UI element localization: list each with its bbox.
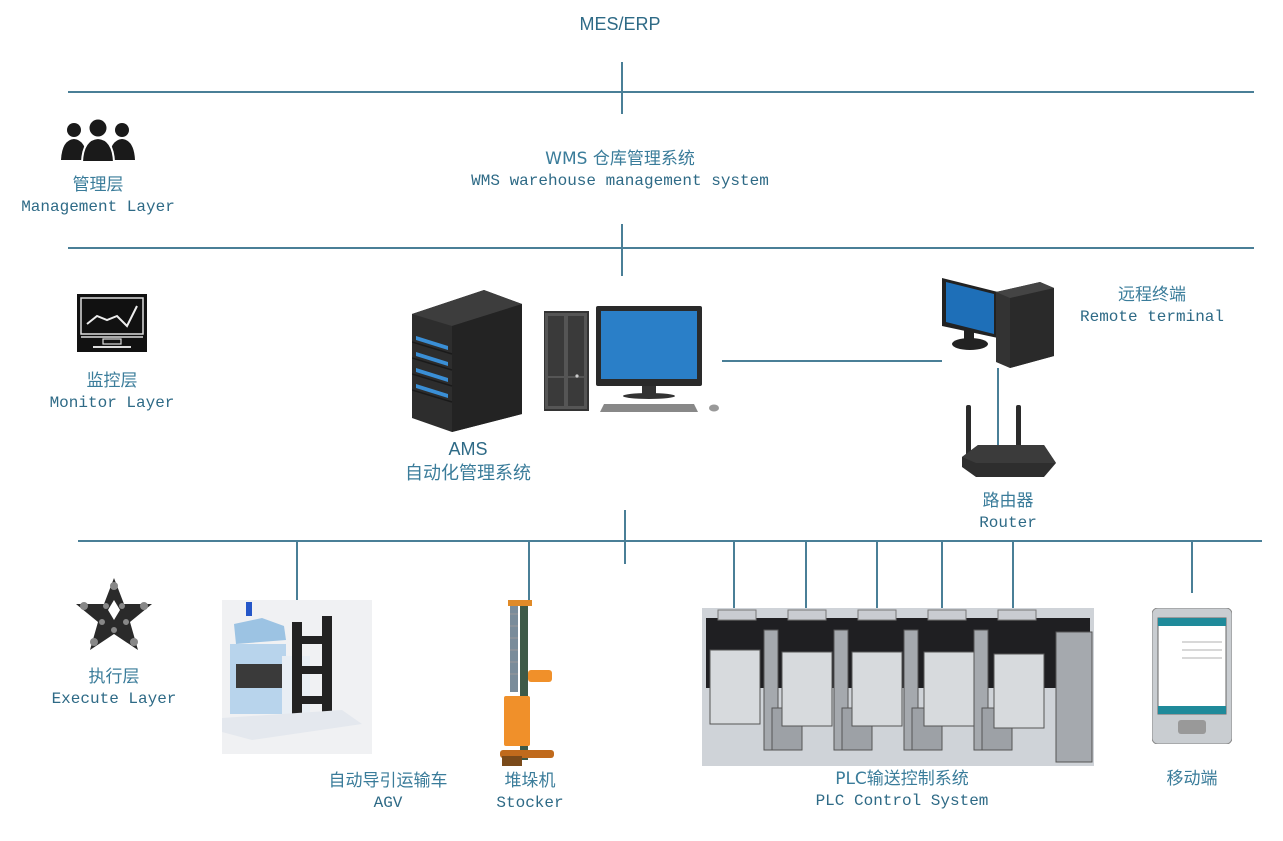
- mes-connector-line: [621, 62, 623, 114]
- ams-label-en: AMS: [448, 439, 488, 459]
- plc-label: PLC输送控制系统 PLC Control System: [782, 768, 1022, 812]
- remote-terminal-icon: [942, 278, 1054, 368]
- people-group-icon: [61, 119, 135, 162]
- agv-forklift-image: [222, 600, 372, 754]
- ams-execute-connector-line: [624, 510, 626, 564]
- remote-terminal-label: 远程终端 Remote terminal: [1062, 284, 1242, 328]
- ams-label-cn: 自动化管理系统: [405, 463, 531, 484]
- plc-label-en: PLC Control System: [815, 792, 989, 810]
- mobile-terminal-image: [1152, 608, 1232, 744]
- plc-drop-line-2: [805, 541, 807, 655]
- stocker-label-en: Stocker: [496, 794, 564, 812]
- wms-label-en: WMS warehouse management system: [471, 172, 769, 190]
- ams-server-icon: [412, 290, 522, 432]
- ams-desktop-pc-icon: [544, 306, 719, 412]
- mobile-label: 移动端: [1130, 768, 1254, 790]
- wms-connector-line: [621, 224, 623, 276]
- router-label-cn: 路由器: [982, 491, 1034, 511]
- plc-drop-line-1: [733, 541, 735, 655]
- monitor-layer-label-en: Monitor Layer: [49, 394, 175, 412]
- router-label: 路由器 Router: [930, 490, 1086, 534]
- ams-label: AMS 自动化管理系统: [368, 437, 568, 487]
- mes-erp-label: MES/ERP: [579, 14, 661, 34]
- router-icon: [962, 405, 1056, 477]
- agv-label: 自动导引运输车 AGV: [298, 770, 478, 814]
- stocker-drop-line: [528, 541, 530, 603]
- plc-cabinets-image: [702, 608, 1094, 766]
- stocker-label-cn: 堆垛机: [504, 771, 556, 791]
- plc-drop-line-4: [941, 541, 943, 655]
- ams-remote-link-line: [722, 360, 942, 362]
- execute-layer: 执行层 Execute Layer: [14, 576, 214, 710]
- router-label-en: Router: [979, 514, 1037, 532]
- monitor-layer-label-cn: 监控层: [86, 371, 138, 391]
- execute-layer-label-cn: 执行层: [88, 667, 140, 687]
- wms-bus-line: [68, 247, 1254, 249]
- execute-bus-line: [78, 540, 1262, 542]
- monitor-layer: 监控层 Monitor Layer: [12, 294, 212, 414]
- management-layer-label-en: Management Layer: [21, 198, 175, 216]
- agv-drop-line: [296, 541, 298, 601]
- mobile-drop-line: [1191, 541, 1193, 593]
- wms-label: WMS 仓库管理系统 WMS warehouse management syst…: [360, 148, 880, 192]
- mes-bus-line: [68, 91, 1254, 93]
- stocker-label: 堆垛机 Stocker: [460, 770, 600, 814]
- remote-router-link-line: [997, 368, 999, 448]
- plc-label-cn: PLC输送控制系统: [835, 769, 969, 789]
- remote-terminal-label-en: Remote terminal: [1079, 308, 1225, 326]
- stocker-crane-image: [500, 600, 554, 766]
- agv-label-en: AGV: [373, 794, 403, 812]
- management-layer-label-cn: 管理层: [72, 175, 124, 195]
- wms-label-cn: WMS 仓库管理系统: [545, 149, 695, 169]
- star-network-icon: [76, 578, 152, 650]
- monitor-chart-icon: [77, 294, 147, 352]
- plc-drop-line-5: [1012, 541, 1014, 655]
- remote-terminal-label-cn: 远程终端: [1118, 285, 1186, 305]
- management-layer: 管理层 Management Layer: [0, 118, 196, 218]
- plc-drop-line-3: [876, 541, 878, 655]
- mobile-label-cn: 移动端: [1166, 769, 1218, 789]
- agv-label-cn: 自动导引运输车: [328, 771, 448, 791]
- execute-layer-label-en: Execute Layer: [51, 690, 177, 708]
